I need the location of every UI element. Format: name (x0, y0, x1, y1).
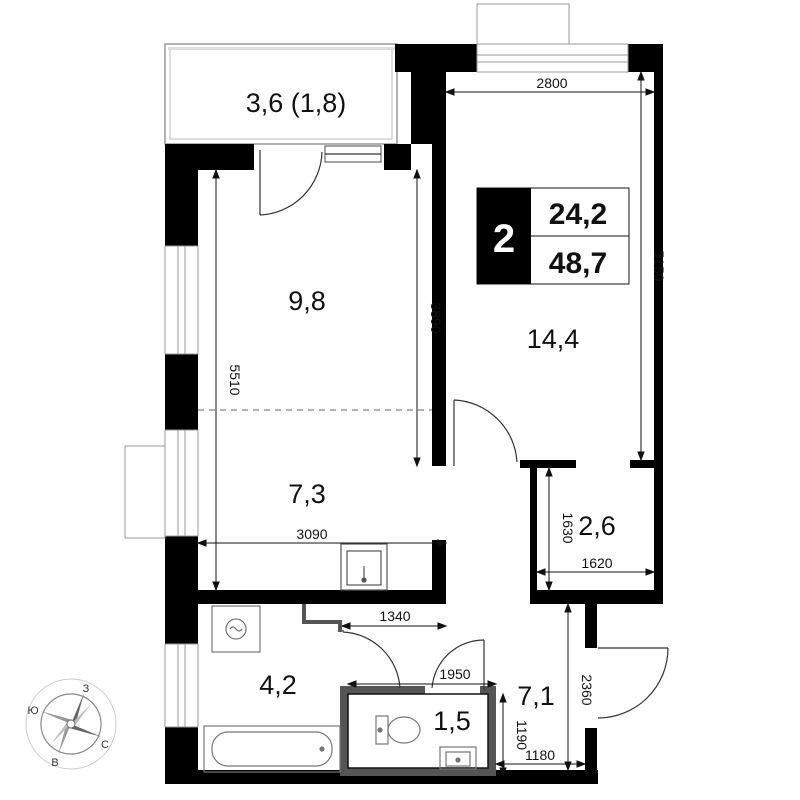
compass-north: С (101, 739, 109, 751)
interior-walls (198, 44, 660, 784)
toilet-partition (340, 686, 496, 776)
room-area-bathroom: 4,2 (259, 670, 297, 700)
dim-wardrobe-width: 1620 (581, 555, 612, 571)
washing-machine-icon (211, 605, 261, 653)
bath-partition (302, 604, 342, 632)
compass-east: В (51, 757, 58, 769)
compass-icon: З Ю С В (25, 678, 117, 770)
badge-room-count: 2 (493, 217, 515, 261)
dimension-labels: 2800 5150 3890 5510 3090 1630 1620 1340 … (227, 75, 667, 763)
dim-bedroom-length: 3890 (428, 302, 444, 333)
balcony (164, 43, 398, 145)
dim-kitchen-width: 3090 (296, 526, 327, 542)
dim-room-length: 5510 (227, 364, 243, 395)
room-area-balcony: 3,6 (1,8) (246, 88, 347, 118)
badge-total-area: 48,7 (549, 247, 607, 280)
toilet-partition-inner (347, 693, 489, 769)
dim-living-length: 5150 (651, 250, 667, 281)
dim-toilet-width: 1950 (439, 666, 470, 682)
badge-living-area: 24,2 (549, 198, 607, 231)
dim-hall-length: 2360 (579, 674, 595, 705)
room-area-toilet: 1,5 (433, 706, 471, 736)
dim-hall-width: 1180 (525, 747, 555, 763)
room-area-wardrobe: 2,6 (578, 511, 616, 541)
doors (259, 145, 669, 719)
dim-bath-partition: 1340 (379, 608, 410, 624)
dim-living-width: 2800 (536, 75, 567, 91)
area-badge: 2 24,2 48,7 (476, 187, 630, 285)
washbasin-icon (439, 746, 477, 770)
dim-wardrobe-length: 1630 (560, 512, 576, 543)
toilet-icon (375, 715, 421, 745)
windows (124, 3, 629, 728)
exterior-walls (165, 44, 663, 784)
dim-toilet-depth: 1190 (514, 720, 530, 750)
compass-west: З (83, 683, 90, 695)
kitchen-sink (340, 543, 388, 591)
compass-south: Ю (27, 705, 38, 717)
room-labels: 3,6 (1,8) 9,8 14,4 7,3 2,6 4,2 1,5 7,1 (246, 88, 616, 736)
dimension-lines (196, 70, 656, 778)
room-area-living-room: 14,4 (527, 324, 580, 354)
bathtub-icon (203, 725, 341, 773)
room-area-kitchen: 7,3 (288, 479, 326, 509)
room-area-hallway: 7,1 (517, 681, 555, 711)
room-area-bedroom: 9,8 (288, 286, 326, 316)
